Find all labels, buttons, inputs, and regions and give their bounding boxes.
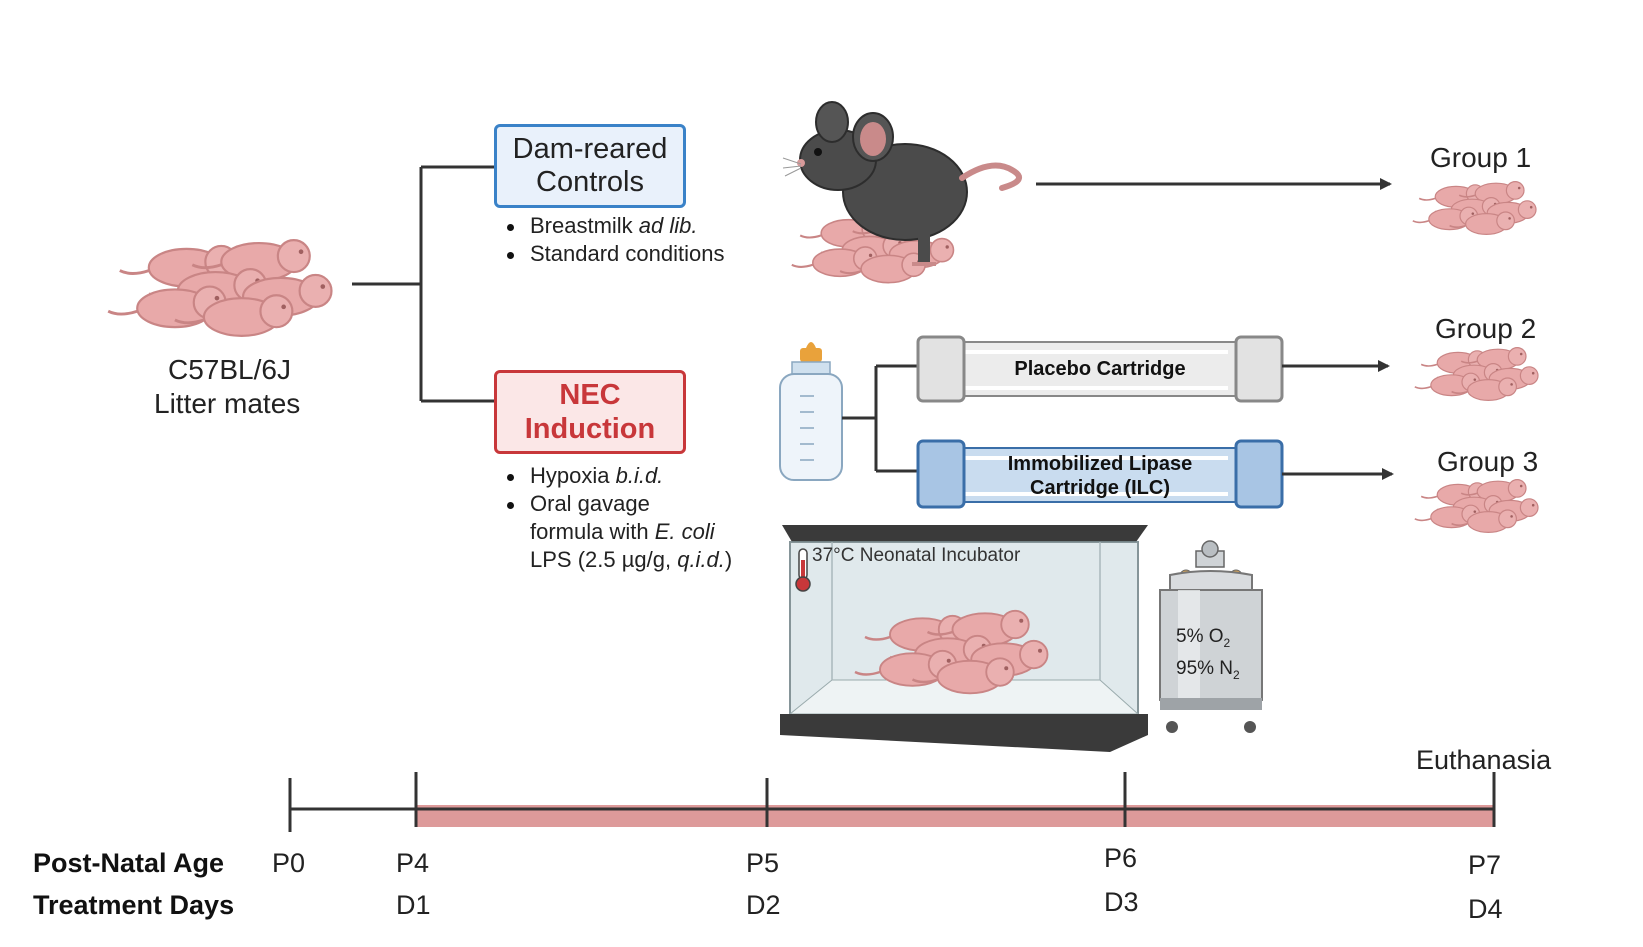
age-p0: P0 [272, 848, 306, 878]
ilc-cartridge [916, 439, 1284, 509]
post-natal-age-label: Post-Natal Age [33, 848, 225, 878]
gas-mixture-label: 5% O2 95% N2 [1176, 626, 1240, 682]
placebo-cartridge-label: Placebo Cartridge [1014, 358, 1186, 380]
day-d1: D1 [396, 890, 431, 920]
timeline [288, 772, 1496, 832]
nec-bullets: Hypoxia b.i.d. Oral gavage formula with … [500, 462, 732, 574]
placebo-cartridge [916, 335, 1284, 403]
incubator-illustration [780, 525, 1148, 752]
nec-title-line1: NEC [559, 379, 621, 411]
incubator-label: 37°C Neonatal Incubator [812, 545, 1021, 566]
nec-title-line2: Induction [524, 413, 656, 445]
dam-mouse-illustration [782, 101, 1022, 283]
nec-bullet-hypoxia: Hypoxia b.i.d. [500, 462, 732, 490]
thermometer-icon [795, 548, 811, 592]
controls-bullet-breastmilk: Breastmilk ad lib. [500, 212, 724, 240]
branch-connector [352, 165, 494, 403]
age-p6: P6 [1104, 843, 1138, 873]
litter-label-mates: Litter mates [154, 388, 301, 419]
day-d4: D4 [1468, 894, 1503, 924]
euthanasia-label: Euthanasia [1416, 745, 1552, 775]
formula-bottle-illustration [779, 342, 843, 481]
group-1-pups [1413, 182, 1536, 235]
dam-reared-controls-box: Dam-reared Controls [494, 124, 686, 208]
group-2-pups [1415, 348, 1538, 401]
controls-bullet-conditions: Standard conditions [500, 240, 724, 268]
nec-induction-box: NEC Induction [494, 370, 686, 454]
group-3-pups [1415, 480, 1538, 533]
treatment-days-label: Treatment Days [33, 890, 235, 920]
group-1-label: Group 1 [1430, 142, 1532, 173]
gas-tank-illustration [1159, 540, 1263, 733]
litter-pups-illustration [108, 240, 331, 336]
age-p7: P7 [1468, 850, 1502, 880]
nec-bullet-gavage: Oral gavage formula with E. coli LPS (2.… [500, 490, 732, 574]
group-2-label: Group 2 [1435, 313, 1537, 344]
day-d3: D3 [1104, 887, 1139, 917]
controls-title-line2: Controls [536, 166, 644, 198]
age-p5: P5 [746, 848, 780, 878]
age-p4: P4 [396, 848, 430, 878]
controls-title-line1: Dam-reared [512, 133, 668, 165]
controls-bullets: Breastmilk ad lib. Standard conditions [500, 212, 724, 268]
litter-label-strain: C57BL/6J [168, 354, 291, 385]
day-d2: D2 [746, 890, 781, 920]
ilc-cartridge-label: Immobilized Lipase Cartridge (ILC) [1007, 453, 1193, 499]
group-3-label: Group 3 [1437, 446, 1539, 477]
cartridge-branch-connector [842, 364, 918, 473]
